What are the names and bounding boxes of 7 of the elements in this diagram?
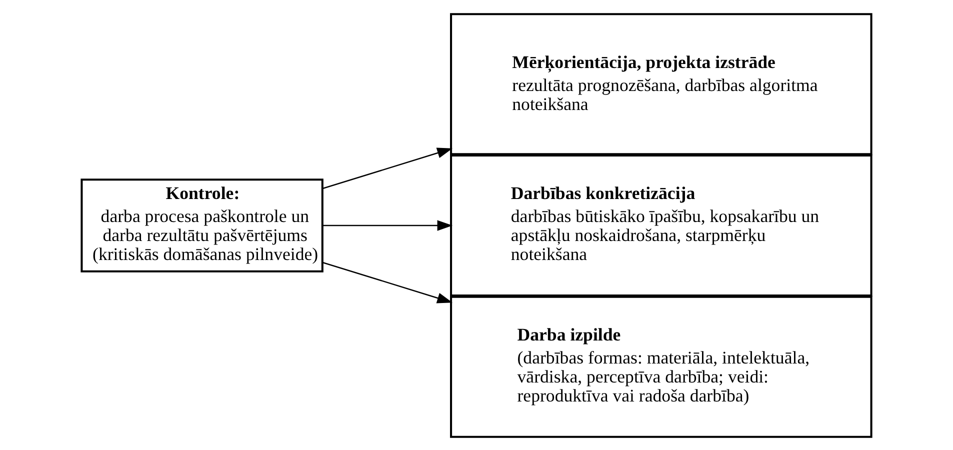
node-box: Darba izpilde (darbības formas: materiāla, intelektuāla, vārdiska, perceptīva darbība; veidi: reproduktīva vai radoša darbība)	[450, 295, 872, 438]
node-box: Mērķorientācija, projekta izstrāde rezultāta prognozēšana, darbības algoritma noteikšana	[450, 12, 872, 155]
node-box: Kontrole: darba procesa paškontrole un darba rezultātu pašvērtējums (kritiskās domāšanas pilnveide)	[80, 178, 324, 272]
arrow	[322, 220, 453, 230]
arrow	[322, 261, 452, 303]
arrow	[322, 147, 452, 189]
node-box: Darbības konkretizācija darbības būtiskāko īpašību, kopsakarību un apstākļu noskaidrošana, starpmērķu noteikšana	[450, 154, 872, 296]
